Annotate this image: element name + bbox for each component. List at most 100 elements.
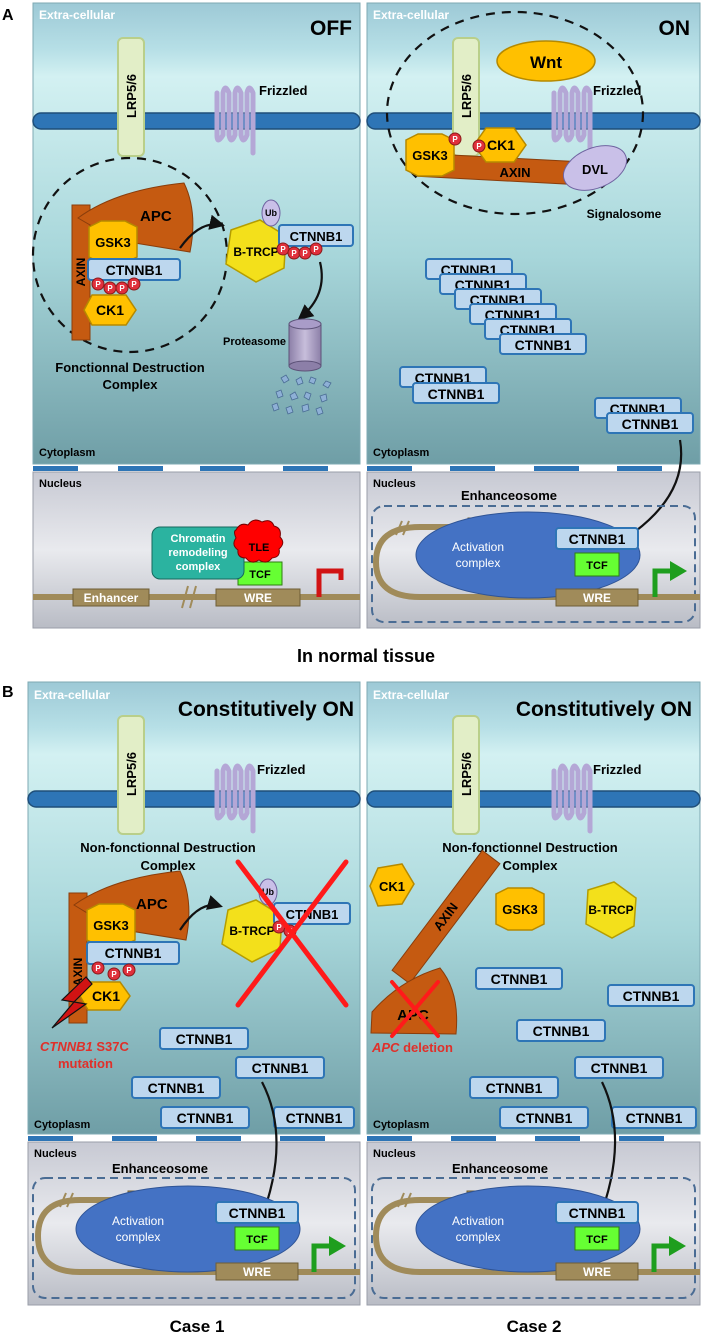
ctnnb1-stack: CTNNB1 CTNNB1 CTNNB1 CTNNB1 CTNNB1 CTNNB… bbox=[425, 258, 587, 355]
svg-text:complex: complex bbox=[176, 561, 222, 573]
svg-text:P: P bbox=[452, 135, 458, 144]
mutation-label-line2: mutation bbox=[58, 1056, 113, 1071]
caption-normal: In normal tissue bbox=[297, 646, 435, 666]
active-transcription-arrow bbox=[651, 1243, 671, 1272]
membrane bbox=[27, 790, 361, 808]
ck1: CK1 bbox=[79, 981, 131, 1011]
ctnnb1-pair-right: CTNNB1 CTNNB1 bbox=[594, 397, 694, 434]
svg-text:CK1: CK1 bbox=[379, 879, 405, 894]
svg-text:B-TRCP: B-TRCP bbox=[229, 924, 274, 938]
extracellular-label: Extra-cellular bbox=[373, 688, 449, 702]
blocked-degradation-cross bbox=[235, 859, 349, 1008]
tle: TLE bbox=[233, 519, 284, 563]
proteasome: Proteasome bbox=[223, 318, 322, 372]
dna-loop bbox=[372, 1197, 700, 1275]
svg-text:CTNNB1: CTNNB1 bbox=[626, 1110, 683, 1126]
nucleus-label: Nucleus bbox=[39, 478, 82, 490]
gsk3: GSK3 bbox=[88, 220, 138, 264]
dvl: DVL bbox=[562, 145, 628, 191]
enhancer-element: Enhancer bbox=[72, 588, 150, 607]
chromatin-remodeling-complex: Chromatin remodeling complex bbox=[151, 526, 245, 580]
cytoplasm-label: Cytoplasm bbox=[34, 1119, 90, 1131]
svg-text:CTNNB1: CTNNB1 bbox=[569, 1205, 626, 1221]
svg-text:GSK3: GSK3 bbox=[95, 235, 130, 250]
apc: APC bbox=[77, 182, 194, 253]
svg-text:Wnt: Wnt bbox=[530, 53, 562, 72]
svg-text:CTNNB1: CTNNB1 bbox=[491, 971, 548, 987]
svg-text:CTNNB1: CTNNB1 bbox=[290, 229, 343, 244]
wnt: Wnt bbox=[496, 40, 596, 82]
membrane bbox=[366, 790, 701, 808]
svg-text:GSK3: GSK3 bbox=[412, 148, 447, 163]
repressed-transcription-arrow bbox=[316, 568, 344, 597]
svg-text:TCF: TCF bbox=[246, 1234, 268, 1246]
svg-text:P: P bbox=[111, 970, 117, 979]
cytoplasm-label: Cytoplasm bbox=[373, 447, 429, 459]
free-ctnnb1: CTNNB1 CTNNB1 CTNNB1 CTNNB1 CTNNB1 bbox=[131, 1027, 355, 1129]
lrp-receptor: LRP5/6 bbox=[452, 37, 480, 157]
svg-text:CTNNB1: CTNNB1 bbox=[515, 337, 572, 353]
svg-text:WRE: WRE bbox=[244, 591, 272, 605]
svg-text:P: P bbox=[276, 923, 282, 932]
ctnnb1-tagged: CTNNB1 bbox=[278, 224, 354, 247]
svg-text:P: P bbox=[126, 966, 132, 975]
gsk3: GSK3 bbox=[86, 903, 136, 947]
dna-loop bbox=[372, 524, 700, 600]
apc: APC bbox=[73, 870, 190, 941]
svg-text:GSK3: GSK3 bbox=[502, 902, 537, 917]
enhanceosome-boundary bbox=[371, 1177, 696, 1299]
axin: AXIN bbox=[417, 152, 600, 187]
svg-text:AXIN: AXIN bbox=[71, 958, 85, 987]
svg-text:APC: APC bbox=[140, 208, 172, 225]
svg-text:GSK3: GSK3 bbox=[93, 918, 128, 933]
lrp-receptor: LRP5/6 bbox=[117, 715, 145, 835]
ubiquitin: Ub bbox=[261, 199, 281, 227]
svg-text:LRP5/6: LRP5/6 bbox=[124, 74, 139, 118]
svg-text:remodeling: remodeling bbox=[168, 547, 227, 559]
active-transcription-arrow bbox=[311, 1243, 331, 1272]
wre-element: WRE bbox=[555, 588, 639, 607]
svg-text:LRP5/6: LRP5/6 bbox=[124, 752, 139, 796]
signalosome-label: Signalosome bbox=[587, 207, 662, 221]
panel-letter-b: B bbox=[2, 684, 14, 701]
wre-element: WRE bbox=[215, 1262, 299, 1281]
svg-text:CTNNB1: CTNNB1 bbox=[105, 945, 162, 961]
lrp-receptor: LRP5/6 bbox=[452, 715, 480, 835]
svg-text:DVL: DVL bbox=[582, 162, 608, 177]
enhanceosome-label: Enhanceosome bbox=[112, 1161, 208, 1176]
state-label: ON bbox=[659, 17, 691, 40]
wre-element: WRE bbox=[215, 588, 301, 607]
active-transcription-arrow bbox=[652, 568, 672, 597]
svg-text:TLE: TLE bbox=[249, 542, 270, 554]
svg-text:CTNNB1: CTNNB1 bbox=[486, 1080, 543, 1096]
cytoplasm-label: Cytoplasm bbox=[39, 447, 95, 459]
svg-text:complex: complex bbox=[456, 556, 501, 570]
svg-text:TCF: TCF bbox=[586, 560, 608, 572]
mutation-label: CTNNB1 S37C bbox=[40, 1039, 129, 1054]
btrcp: B-TRCP bbox=[225, 219, 287, 283]
svg-text:WRE: WRE bbox=[583, 1265, 611, 1279]
lrp-receptor: LRP5/6 bbox=[117, 37, 145, 157]
nucleus-label: Nucleus bbox=[373, 1148, 416, 1160]
dna-loop bbox=[34, 1197, 360, 1275]
ctnnb1-complex: CTNNB1 bbox=[87, 258, 181, 281]
peptide-fragments bbox=[271, 374, 332, 416]
free-ctnnb1: CTNNB1 CTNNB1 CTNNB1 CTNNB1 CTNNB1 CTNNB… bbox=[469, 967, 697, 1129]
svg-text:CTNNB1: CTNNB1 bbox=[591, 1060, 648, 1076]
nucleus-label: Nucleus bbox=[34, 1148, 77, 1160]
svg-text:TCF: TCF bbox=[249, 569, 271, 581]
svg-text:CTNNB1: CTNNB1 bbox=[286, 1110, 343, 1126]
enhanceosome-label: Enhanceosome bbox=[452, 1161, 548, 1176]
phospho-groups: P P P P bbox=[91, 277, 141, 295]
deletion-label: APC deletion bbox=[371, 1040, 453, 1055]
svg-text:CTNNB1: CTNNB1 bbox=[176, 1031, 233, 1047]
membrane bbox=[366, 112, 701, 130]
svg-text:WRE: WRE bbox=[243, 1265, 271, 1279]
svg-text:Proteasome: Proteasome bbox=[223, 336, 286, 348]
membrane bbox=[32, 112, 361, 130]
svg-text:CTNNB1: CTNNB1 bbox=[622, 416, 679, 432]
svg-text:P: P bbox=[302, 249, 308, 258]
svg-text:Activation: Activation bbox=[452, 540, 504, 554]
phospho-groups: P P bbox=[448, 132, 486, 153]
svg-text:AXIN: AXIN bbox=[499, 165, 530, 180]
